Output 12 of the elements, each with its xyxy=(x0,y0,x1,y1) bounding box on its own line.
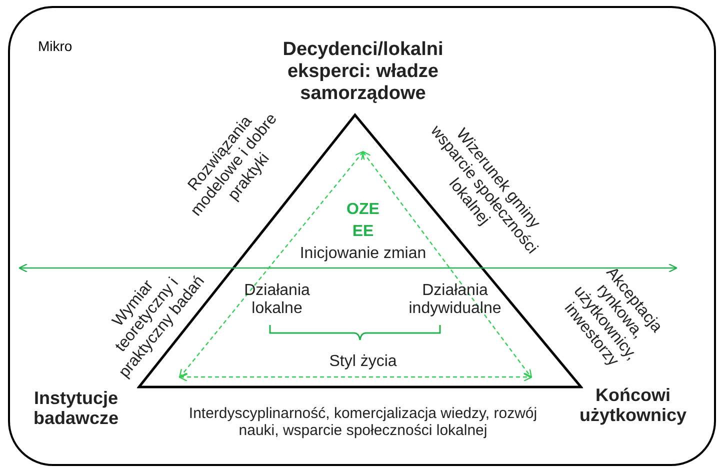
panel-frame xyxy=(8,6,716,466)
panel-title: Mikro xyxy=(38,38,72,54)
center-label: EE xyxy=(351,223,375,242)
base-label: Interdyscyplinarność, komercjalizacja wiedzy, rozwój nauki, wsparcie społeczności lokalnej xyxy=(188,404,538,439)
center-label: Styl życia xyxy=(328,353,398,372)
center-label: Inicjowanie zmian xyxy=(298,245,428,264)
vertex-label: Decydenci/lokalni eksperci: władze samorządowe xyxy=(282,39,444,105)
vertex-label: Instytucje badawcze xyxy=(32,388,120,429)
center-label: OZE xyxy=(346,201,380,220)
vertex-label: Końcowi użytkownicy xyxy=(578,384,688,426)
center-label: Działania lokalne xyxy=(243,282,311,318)
center-label: Działania indywidualne xyxy=(408,282,502,318)
